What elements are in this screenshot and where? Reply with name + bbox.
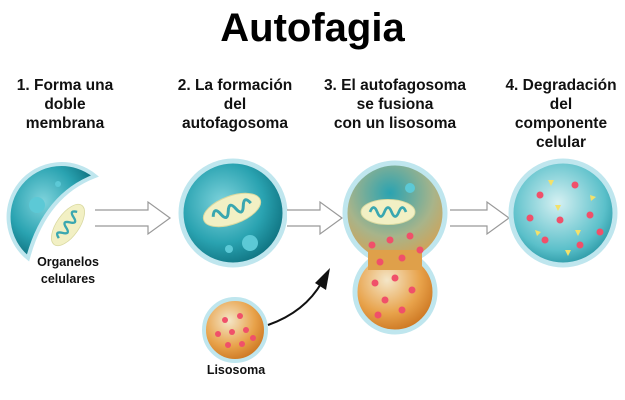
double-membrane-illustration bbox=[6, 162, 99, 262]
step-1-label: 1. Forma una doble membrana bbox=[16, 77, 114, 132]
organelles-label: Organelos celulares bbox=[37, 255, 99, 286]
step-2-label: 2. La formación del autofagosoma bbox=[177, 77, 293, 132]
lysosome-illustration bbox=[202, 297, 268, 363]
autophagosome-illustration bbox=[178, 158, 288, 268]
arrow-2 bbox=[287, 200, 344, 236]
arrow-3 bbox=[450, 200, 511, 236]
step-4-label: 4. Degradación del componente celular bbox=[505, 77, 617, 151]
curved-arrow-to-autophagosome bbox=[267, 268, 330, 326]
fusion-illustration bbox=[342, 160, 448, 335]
lysosome-label: Lisosoma bbox=[206, 363, 266, 377]
diagram-title: Autofagia bbox=[220, 6, 405, 50]
step-3-label: 3. El autofagosoma se fusiona con un lis… bbox=[323, 77, 467, 132]
arrow-1 bbox=[95, 200, 172, 236]
degradation-illustration bbox=[508, 158, 618, 268]
